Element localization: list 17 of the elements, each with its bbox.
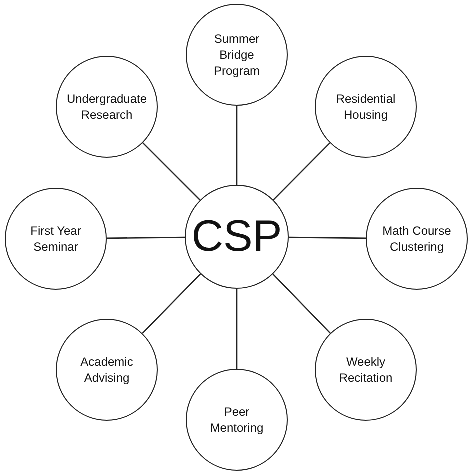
node-label: Peer Mentoring — [209, 404, 265, 436]
connector-line — [236, 289, 238, 369]
connector-line — [106, 236, 186, 240]
node-label: First Year Seminar — [30, 222, 82, 256]
connector-line — [288, 236, 366, 240]
node-label: Academic Advising — [80, 354, 134, 386]
connector-line — [142, 274, 202, 334]
node-label: Summer Bridge Program — [212, 30, 261, 80]
connector-line — [236, 106, 238, 185]
connector-line — [272, 274, 331, 334]
node-label: Math Course Clustering — [382, 222, 452, 256]
node-label: Weekly Recitation — [338, 354, 394, 386]
node-label: Undergraduate Research — [66, 90, 148, 124]
connector-line — [142, 142, 201, 201]
node-label: Residential Housing — [335, 90, 397, 124]
node-label: CSP — [190, 211, 284, 264]
connector-line — [273, 142, 331, 201]
